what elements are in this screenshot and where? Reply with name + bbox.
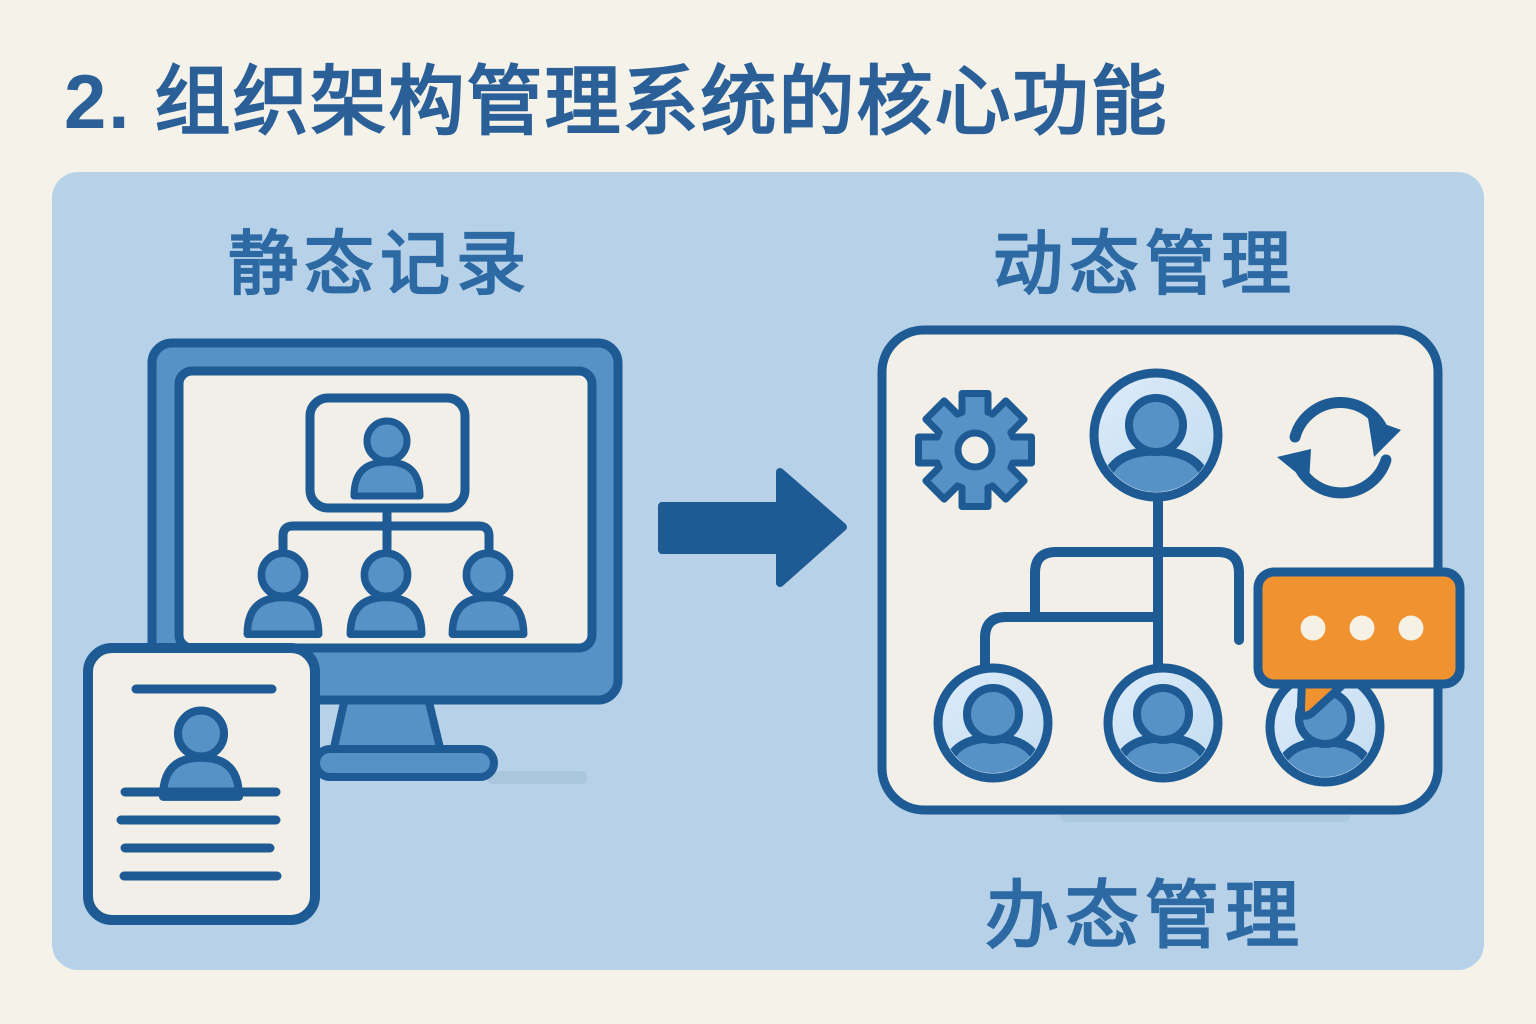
chat-bubble-icon xyxy=(1253,567,1465,720)
gear-icon xyxy=(915,390,1035,510)
monitor-shadow xyxy=(487,771,587,784)
profile-document-icon xyxy=(83,643,320,925)
document-text-lines xyxy=(116,787,282,881)
org-chart-icon xyxy=(247,393,523,634)
left-section-label: 静态记录 xyxy=(228,225,532,303)
dynamic-management-card xyxy=(877,325,1465,822)
monitor-base xyxy=(312,745,498,781)
right-section-label: 动态管理 xyxy=(993,225,1297,303)
right-section-caption: 办态管理 xyxy=(985,874,1305,957)
sync-icon xyxy=(1277,397,1401,499)
page-title: 2. 组织架构管理系统的核心功能 xyxy=(64,60,1169,145)
monitor-icon xyxy=(147,338,623,784)
arrow-right-icon xyxy=(658,468,847,587)
org-chart-icon xyxy=(980,490,1244,680)
monitor-stand xyxy=(329,694,445,756)
